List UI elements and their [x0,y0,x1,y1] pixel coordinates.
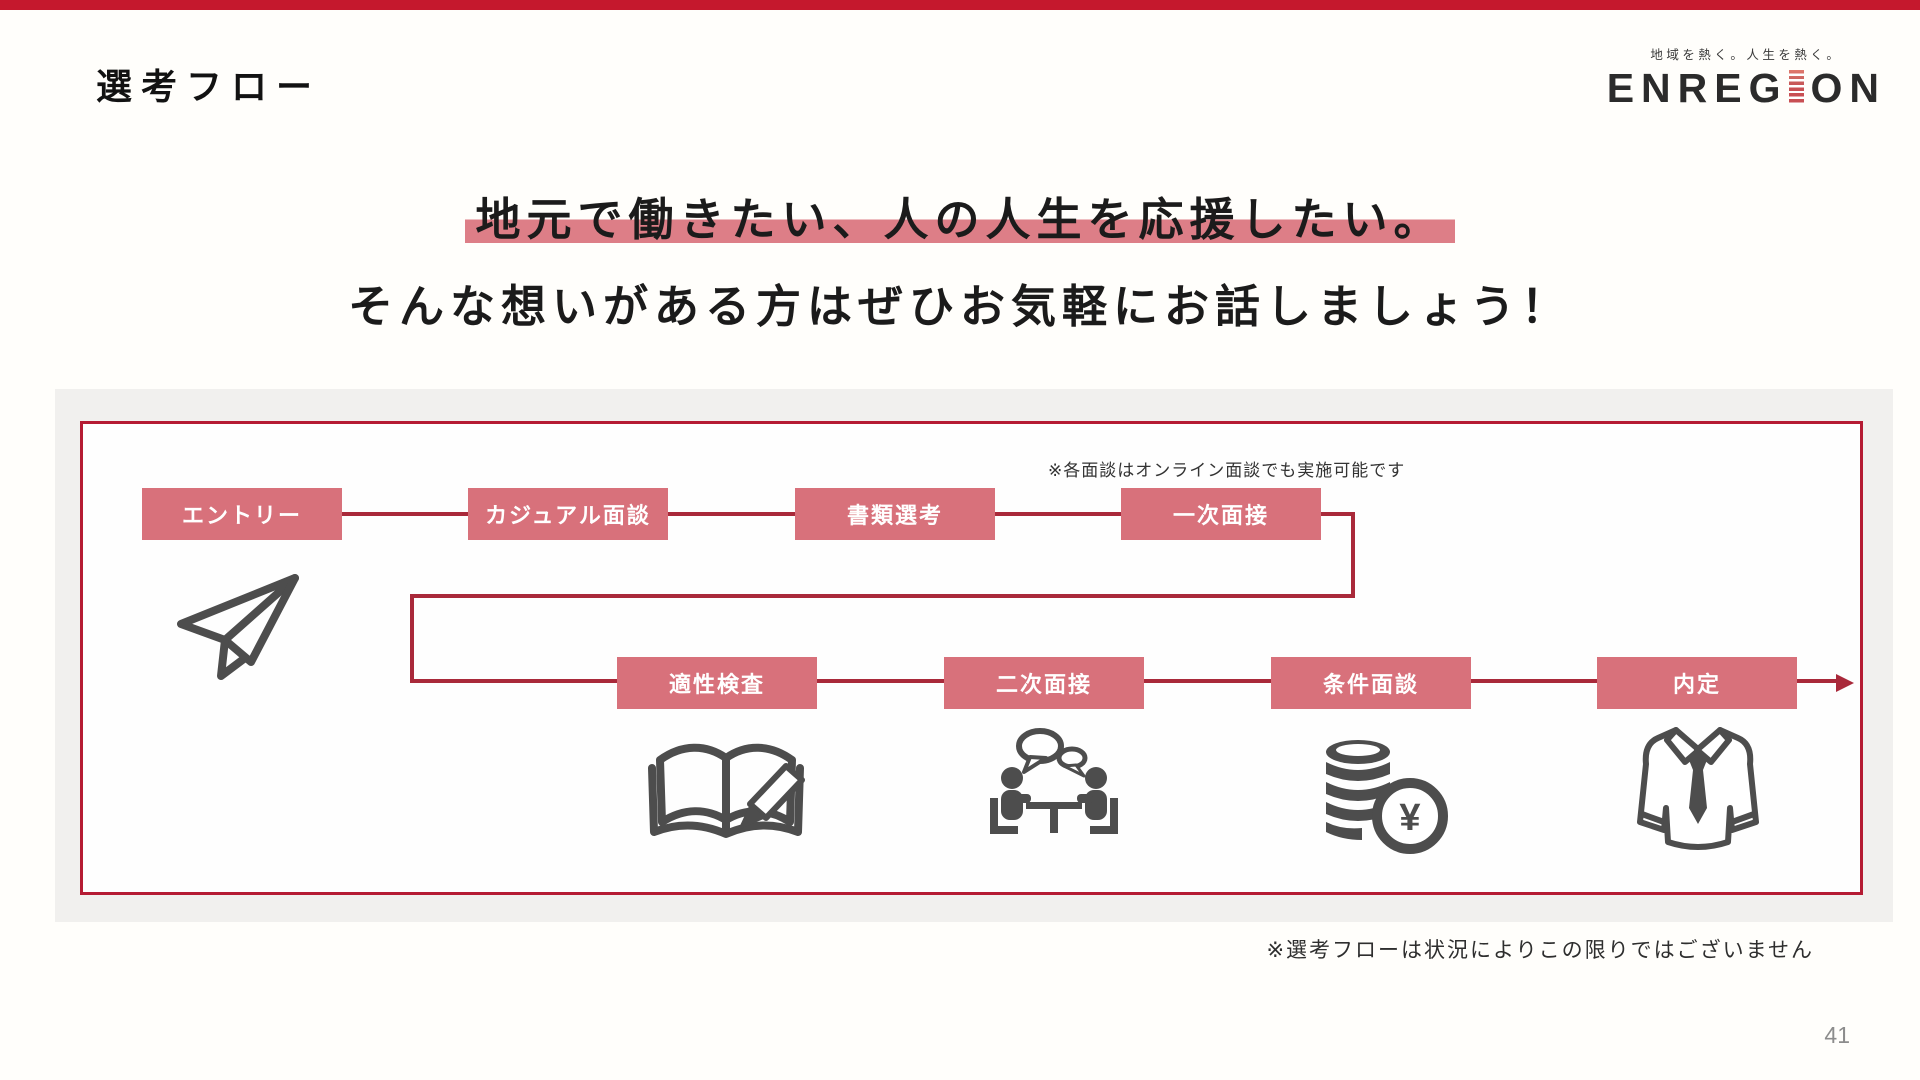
flow-disclaimer-note: ※選考フローは状況によりこの限りではございません [1266,939,1814,962]
page-number: 41 [1824,1022,1850,1048]
logo-striped-i-icon [1788,70,1804,104]
connector-line [410,594,414,683]
connector-line [668,512,795,516]
flow-end-arrow-icon [1836,674,1854,692]
connector-line [410,679,617,683]
flow-step-second-interview: 二次面接 [944,657,1144,709]
flow-step-entry: エントリー [142,488,342,540]
paper-plane-icon [177,574,299,680]
flow-step-job-offer: 内定 [1597,657,1797,709]
enregion-logo: 地域を熱く。人生を熱く。 ENREG ON [1607,44,1886,109]
logo-wordmark-right: ON [1810,65,1886,111]
logo-tagline: 地域を熱く。人生を熱く。 [1650,48,1843,62]
headline-highlight: 地元で働きたい、人の人生を応援したい。 [465,194,1455,245]
flow-step-aptitude-test: 適性検査 [617,657,817,709]
connector-line [1797,679,1839,683]
logo-wordmark-left: ENREG [1606,65,1788,111]
connector-line [817,679,944,683]
connector-line [1471,679,1597,683]
logo-wordmark: ENREG ON [1607,68,1886,109]
coins-yen-icon: ¥ [1326,740,1448,854]
shirt-tie-icon [1637,727,1759,850]
flow-step-document-screening: 書類選考 [795,488,995,540]
online-interview-note: ※各面談はオンライン面談でも実施可能です [1048,461,1406,480]
connector-line [1144,679,1271,683]
connector-line [1321,512,1355,516]
connector-line [1351,512,1355,598]
headline-line2: そんな想いがある方はぜひお気軽にお話しましょう！ [347,281,1572,332]
yen-symbol: ¥ [1399,797,1420,839]
interview-table-icon [990,728,1118,834]
top-accent-bar [0,0,1920,10]
connector-line [995,512,1121,516]
flow-step-casual-interview: カジュアル面談 [468,488,668,540]
headline-line1: 地元で働きたい、人の人生を応援したい。 [0,183,1920,248]
flow-step-first-interview: 一次面接 [1121,488,1321,540]
flow-step-conditions-meeting: 条件面談 [1271,657,1471,709]
connector-return-line [410,594,1355,598]
book-pencil-icon [648,743,805,838]
page-title: 選考フロー [96,66,322,107]
headline: 地元で働きたい、人の人生を応援したい。 そんな想いがある方はぜひお気軽にお話しま… [0,183,1920,335]
connector-line [342,512,468,516]
